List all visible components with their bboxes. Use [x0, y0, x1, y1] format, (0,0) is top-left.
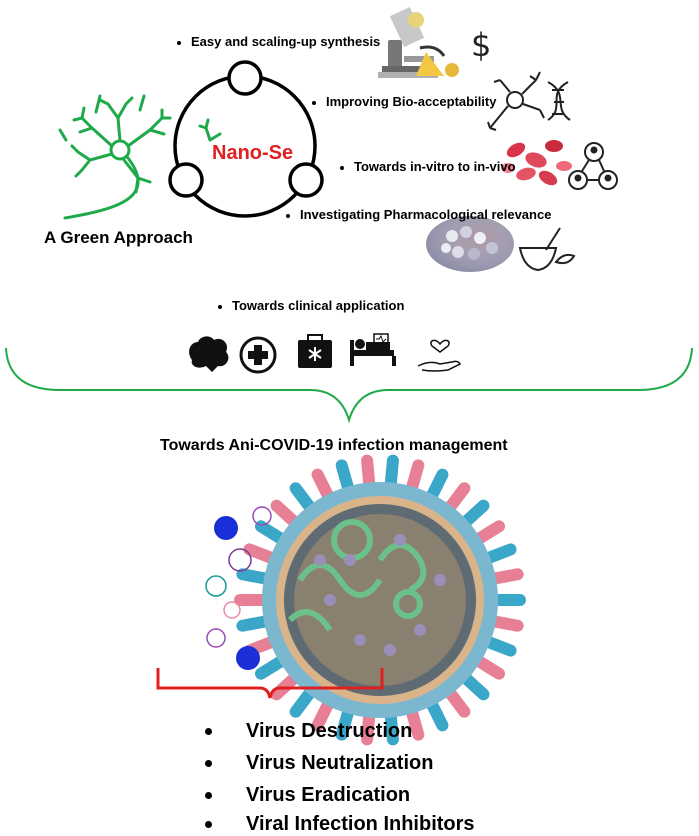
- mortar-pestle-icon: [518, 227, 576, 272]
- small-virus-blue-2-icon: [236, 646, 260, 670]
- outcome-1: Virus Destruction: [205, 720, 412, 743]
- cycle-node-right: [288, 162, 324, 198]
- coronavirus-cross-section: [234, 454, 526, 746]
- benefit-5: Towards clinical application: [218, 298, 404, 313]
- red-blood-cells-icon: [501, 140, 572, 186]
- dollar-icon: $: [471, 26, 492, 64]
- caring-hand-heart-icon: [417, 339, 462, 372]
- green-sprout-icon: [198, 118, 222, 142]
- bullet-dot: [205, 821, 212, 829]
- neuron-icon: [487, 71, 545, 131]
- bullet-dot: [286, 213, 290, 218]
- bullet-dot: [205, 760, 212, 768]
- outcome-label: Virus Eradication: [246, 784, 411, 806]
- capsid-protein: [354, 634, 366, 646]
- outcome-3: Virus Eradication: [205, 784, 410, 807]
- capsid-protein: [344, 554, 356, 566]
- outcome-4: Viral Infection Inhibitors: [205, 813, 475, 836]
- bullet-dot: [177, 40, 181, 45]
- outcome-label: Virus Destruction: [246, 720, 413, 742]
- small-virus-blue-1-icon: [214, 516, 238, 540]
- small-virus-outline-icons: [205, 506, 272, 648]
- benefit-label: Towards in-vitro to in-vivo: [354, 159, 516, 174]
- section-brace: [5, 347, 693, 424]
- dna-icon: [547, 81, 571, 121]
- virus-red-brace: [156, 668, 384, 699]
- benefit-2: Improving Bio-acceptability: [312, 94, 496, 109]
- capsid-protein: [434, 574, 446, 586]
- benefit-label: Investigating Pharmacological relevance: [300, 207, 552, 222]
- benefit-1: Easy and scaling-up synthesis: [177, 34, 380, 49]
- green-plant-icon: [58, 94, 172, 220]
- cycle-node-top: [227, 60, 263, 96]
- benefit-3: Towards in-vitro to in-vivo: [340, 159, 516, 174]
- medical-cross-icon: [239, 336, 277, 374]
- center-label: Nano-Se: [212, 142, 294, 164]
- hospital-bed-icon: [350, 333, 396, 366]
- outcome-label: Viral Infection Inhibitors: [246, 813, 475, 835]
- outcome-label: Virus Neutralization: [246, 752, 434, 774]
- cycle-node-left: [168, 162, 204, 198]
- bullet-dot: [205, 728, 212, 736]
- capsid-dots: [314, 534, 446, 656]
- brain-icon: [189, 336, 229, 372]
- microscope-icon: [378, 6, 459, 78]
- bullet-dot: [312, 100, 316, 105]
- benefit-label: Towards clinical application: [232, 298, 405, 313]
- network-people-icon: [568, 142, 618, 190]
- nanoparticles-icon: [426, 216, 514, 272]
- benefit-label: Easy and scaling-up synthesis: [191, 34, 381, 49]
- capsid-protein: [384, 644, 396, 656]
- approach-label: A Green Approach: [44, 228, 193, 247]
- first-aid-kit-icon: [298, 334, 332, 368]
- bullet-dot: [218, 304, 222, 309]
- rna-coils: [287, 519, 427, 632]
- outcome-2: Virus Neutralization: [205, 752, 433, 775]
- bullet-dot: [205, 792, 212, 800]
- bullet-dot: [340, 165, 344, 170]
- section-title: Towards Ani-COVID-19 infection managemen…: [160, 437, 508, 454]
- capsid-protein: [414, 624, 426, 636]
- capsid-protein: [394, 534, 406, 546]
- benefit-label: Improving Bio-acceptability: [326, 94, 497, 109]
- capsid-protein: [314, 554, 326, 566]
- benefit-4: Investigating Pharmacological relevance: [286, 207, 551, 222]
- capsid-protein: [324, 594, 336, 606]
